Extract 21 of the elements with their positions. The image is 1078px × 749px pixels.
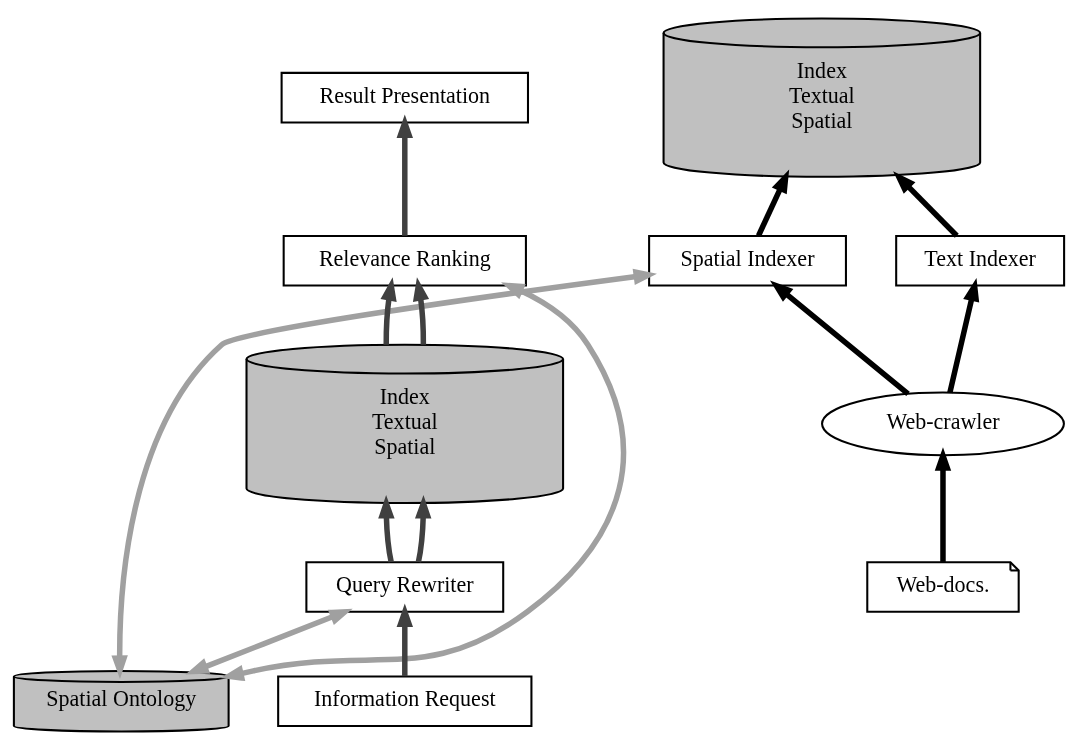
node-box: Text Indexer [895, 234, 1066, 287]
arrow [415, 494, 432, 562]
node-box: Spatial Indexer [648, 234, 847, 287]
node-box: Result Presentation [280, 71, 529, 123]
arrow [934, 446, 952, 562]
arrow [770, 280, 910, 396]
node-box: Information Request [277, 674, 533, 727]
arrow [220, 281, 626, 681]
node-ellipse: Web-crawler [821, 391, 1065, 456]
arrow [947, 277, 980, 393]
node-box: Relevance Ranking [282, 234, 527, 287]
arrow [380, 276, 397, 345]
arrow [185, 608, 353, 675]
arrow [412, 276, 430, 345]
arrow [111, 268, 657, 679]
arrow [893, 170, 959, 238]
node-box: Query Rewriter [305, 560, 505, 613]
arrow [378, 494, 395, 562]
arrow [396, 603, 413, 676]
arrow [396, 113, 413, 236]
arrow [756, 169, 790, 237]
